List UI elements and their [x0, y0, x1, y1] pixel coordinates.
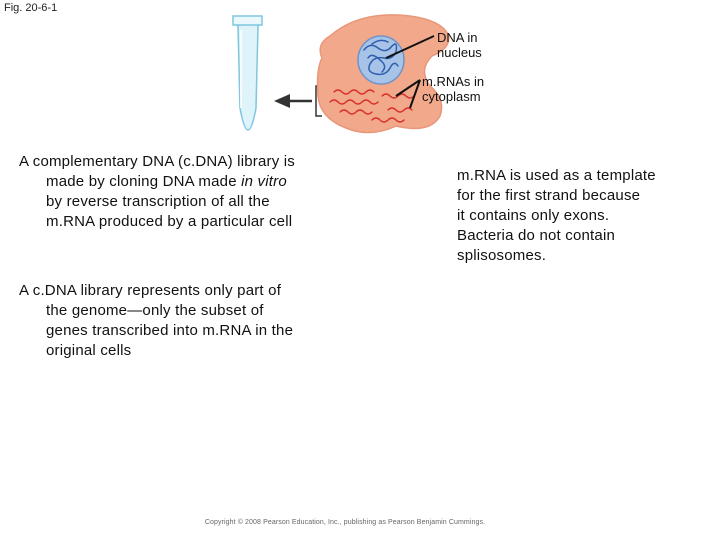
test-tube	[232, 15, 263, 131]
text-line: for the first strand because	[457, 187, 641, 204]
mrna-template-note: m.RNA is used as a template for the firs…	[457, 166, 697, 266]
cdna-library-diagram	[232, 14, 450, 134]
copyright-text: Copyright © 2008 Pearson Education, Inc.…	[204, 519, 486, 526]
figure-label: Fig. 20-6-1	[4, 2, 58, 14]
nucleus	[357, 35, 405, 85]
text-line: the genome—only the subset of	[46, 302, 264, 319]
mrna-callout-line-1	[395, 79, 421, 97]
text-line: splisosomes.	[457, 247, 547, 264]
copyright-notice: Copyright © 2008 Pearson Education, Inc.…	[0, 519, 720, 526]
text-run: made by cloning DNA made	[46, 173, 242, 190]
text-line: Bacteria do not contain	[457, 227, 616, 244]
cdna-partial-genome-description: A c.DNA library represents only part of …	[19, 281, 329, 361]
text-line: genes transcribed into m.RNA in the	[46, 322, 294, 339]
text-line: made by cloning DNA made in vitro	[19, 172, 349, 192]
callout-line: cytoplasm	[422, 89, 481, 104]
text-line: it contains only exons.	[457, 207, 610, 224]
text-line: by reverse transcription of all the	[46, 193, 270, 210]
mrna-callout-line-2	[409, 79, 421, 109]
dna-strand	[363, 39, 399, 76]
callout-line: nucleus	[437, 45, 482, 60]
callout-line: m.RNAs in	[422, 74, 485, 89]
isolation-arrow	[274, 94, 312, 108]
cdna-library-description: A complementary DNA (c.DNA) library is m…	[19, 152, 349, 232]
text-line: A complementary DNA (c.DNA) library is	[19, 153, 295, 170]
callout-line: DNA in	[437, 30, 478, 45]
italic-text: in vitro	[241, 173, 287, 190]
mrna-strands	[329, 89, 415, 123]
dna-callout-line	[385, 35, 435, 59]
dna-in-nucleus-label: DNA in nucleus	[437, 30, 482, 60]
mrna-in-cytoplasm-label: m.RNAs in cytoplasm	[422, 74, 484, 104]
text-line: m.RNA is used as a template	[457, 167, 656, 184]
text-line: A c.DNA library represents only part of	[19, 282, 282, 299]
text-line: m.RNA produced by a particular cell	[46, 213, 293, 230]
text-line: original cells	[46, 342, 132, 359]
